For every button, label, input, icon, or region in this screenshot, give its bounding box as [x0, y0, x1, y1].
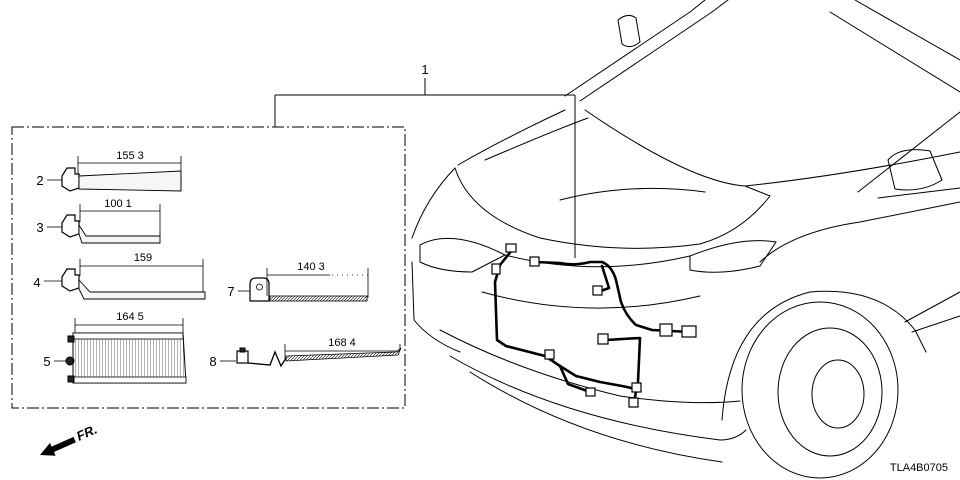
- harness-connector: [544, 349, 555, 360]
- callout-4[interactable]: 4: [33, 275, 40, 290]
- connector-socket: [256, 283, 263, 291]
- front-label: FR.: [74, 422, 99, 444]
- harness-tape: [269, 295, 368, 302]
- harness-tape: [285, 347, 402, 362]
- front-fender: [759, 201, 960, 263]
- front-corner: [411, 167, 456, 239]
- part-4: 4 159: [33, 252, 206, 300]
- harness-main-trunk: [533, 260, 692, 334]
- harness-connector: [505, 243, 517, 253]
- harness-connector: [491, 263, 501, 275]
- door-line: [877, 187, 960, 323]
- front-direction-indicator: FR.: [40, 422, 99, 456]
- part-3: 3 100 1: [36, 198, 161, 244]
- harness-lower-branch: [558, 364, 592, 394]
- dimension-label: 168 4: [328, 337, 356, 349]
- grille-upper: [504, 254, 691, 268]
- dimension-line: [79, 204, 161, 236]
- grille-lower: [481, 291, 701, 309]
- hood-crease: [484, 117, 706, 201]
- hood-rear-edge: [457, 109, 566, 166]
- front-arrow-icon: [40, 436, 76, 456]
- dimension-line: [266, 268, 369, 298]
- callout-5[interactable]: 5: [43, 354, 50, 369]
- harness-connector: [597, 333, 609, 345]
- end-clip-top: [67, 335, 75, 343]
- harness-connector: [628, 397, 639, 408]
- rocker-line: [911, 315, 960, 333]
- front-wire-harness: [491, 243, 697, 408]
- vehicle-illustration: [411, 0, 960, 479]
- harness-connector: [659, 323, 673, 337]
- connector-clip: [61, 167, 80, 192]
- bracket-leader-line: [274, 78, 576, 258]
- bumper-upper: [439, 329, 741, 404]
- callout-3[interactable]: 3: [36, 220, 43, 235]
- wheel-arch: [721, 290, 927, 421]
- cowl-line: [584, 109, 960, 187]
- harness-connector: [681, 325, 697, 338]
- part-2: 2 155 3: [36, 150, 182, 192]
- harness-wire: [247, 350, 287, 368]
- diagram-code: TLA4B0705: [890, 462, 948, 474]
- wheel-hub: [811, 359, 865, 429]
- part-7: 7 140 3: [227, 261, 369, 302]
- bundle-top-band: [72, 332, 184, 340]
- dimension-label: 164 5: [116, 311, 144, 323]
- dimension-line: [79, 259, 204, 292]
- harness-connector: [585, 387, 596, 397]
- connector-latch: [239, 347, 246, 353]
- dimension-line: [77, 156, 182, 191]
- part-5: 5 164 5: [43, 311, 187, 384]
- bumper-lower: [449, 355, 747, 441]
- dimension-line: [284, 344, 401, 358]
- callout-8[interactable]: 8: [209, 354, 216, 369]
- assembly-bracket: 1: [274, 62, 576, 258]
- connector-clip: [61, 268, 80, 292]
- callout-1[interactable]: 1: [421, 62, 428, 77]
- dimension-label: 155 3: [116, 150, 144, 162]
- rearview-mirror: [617, 14, 641, 48]
- side-mirror: [887, 149, 943, 191]
- parts-kit-box: [11, 126, 406, 409]
- dimension-label: 100 1: [104, 198, 132, 210]
- part-8: 8 168 4: [209, 337, 402, 369]
- connector: [236, 350, 249, 364]
- front-fascia: [411, 261, 461, 353]
- connector-clip: [61, 214, 80, 238]
- harness-bundle: [72, 332, 187, 384]
- bundle-bottom-band: [72, 376, 187, 384]
- callout-7[interactable]: 7: [227, 284, 234, 299]
- dimension-label: 159: [134, 252, 152, 264]
- dimension-label: 140 3: [297, 261, 325, 273]
- dimension-line: [74, 318, 184, 333]
- harness-connector: [529, 256, 540, 267]
- harness-connector: [631, 382, 642, 393]
- headlight-right: [689, 240, 777, 273]
- wheel-rim: [777, 327, 883, 457]
- left-a-pillar: [564, 0, 729, 102]
- end-clip-bottom: [67, 375, 75, 383]
- harness-connector: [592, 285, 603, 296]
- roof-edge: [829, 0, 960, 93]
- connector: [249, 277, 270, 302]
- harness-left-trunk: [493, 248, 638, 391]
- hood-front-edge: [454, 167, 771, 249]
- harness-tape: [78, 223, 161, 244]
- harness-tape: [78, 278, 206, 300]
- right-a-pillar: [857, 111, 960, 193]
- harness-tape: [78, 170, 182, 192]
- bumper-bottom: [469, 371, 723, 463]
- callout-2[interactable]: 2: [36, 173, 43, 188]
- front-tire: [741, 301, 899, 479]
